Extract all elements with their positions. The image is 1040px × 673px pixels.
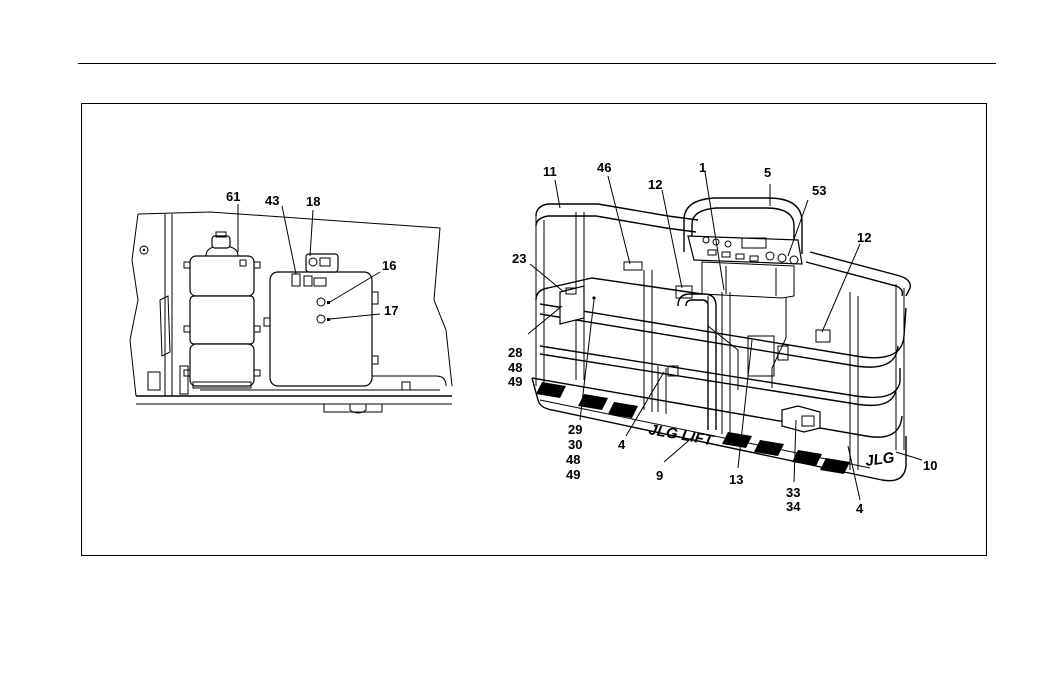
callout-12-right: 12 <box>857 230 871 245</box>
callout-11: 11 <box>543 164 557 179</box>
callout-10: 10 <box>923 458 937 473</box>
callout-4-left: 4 <box>618 437 626 452</box>
callout-9: 9 <box>656 468 663 483</box>
basket-logo-side: JLG <box>864 449 896 470</box>
callout-49-bottom: 49 <box>566 467 580 482</box>
callout-5: 5 <box>764 165 771 180</box>
callout-30: 30 <box>568 437 582 452</box>
callout-28: 28 <box>508 345 522 360</box>
callout-18: 18 <box>306 194 320 209</box>
callout-43: 43 <box>265 193 279 208</box>
callout-17: 17 <box>384 303 398 318</box>
callout-46: 46 <box>597 160 611 175</box>
callout-4-right: 4 <box>856 501 864 516</box>
right-view-drawing <box>528 172 922 500</box>
callout-12-left: 12 <box>648 177 662 192</box>
callout-23: 23 <box>512 251 526 266</box>
callout-53: 53 <box>812 183 826 198</box>
left-view-drawing <box>130 204 452 413</box>
basket-logo-front: JLG LIFT <box>647 421 716 449</box>
callout-48-left: 48 <box>508 360 522 375</box>
callout-1: 1 <box>699 160 706 175</box>
callout-61: 61 <box>226 189 240 204</box>
callout-13: 13 <box>729 472 743 487</box>
callout-16: 16 <box>382 258 396 273</box>
callout-49-left: 49 <box>508 374 522 389</box>
callout-34: 34 <box>786 499 801 514</box>
callout-33: 33 <box>786 485 800 500</box>
callout-29: 29 <box>568 422 582 437</box>
callout-48-bottom: 48 <box>566 452 580 467</box>
